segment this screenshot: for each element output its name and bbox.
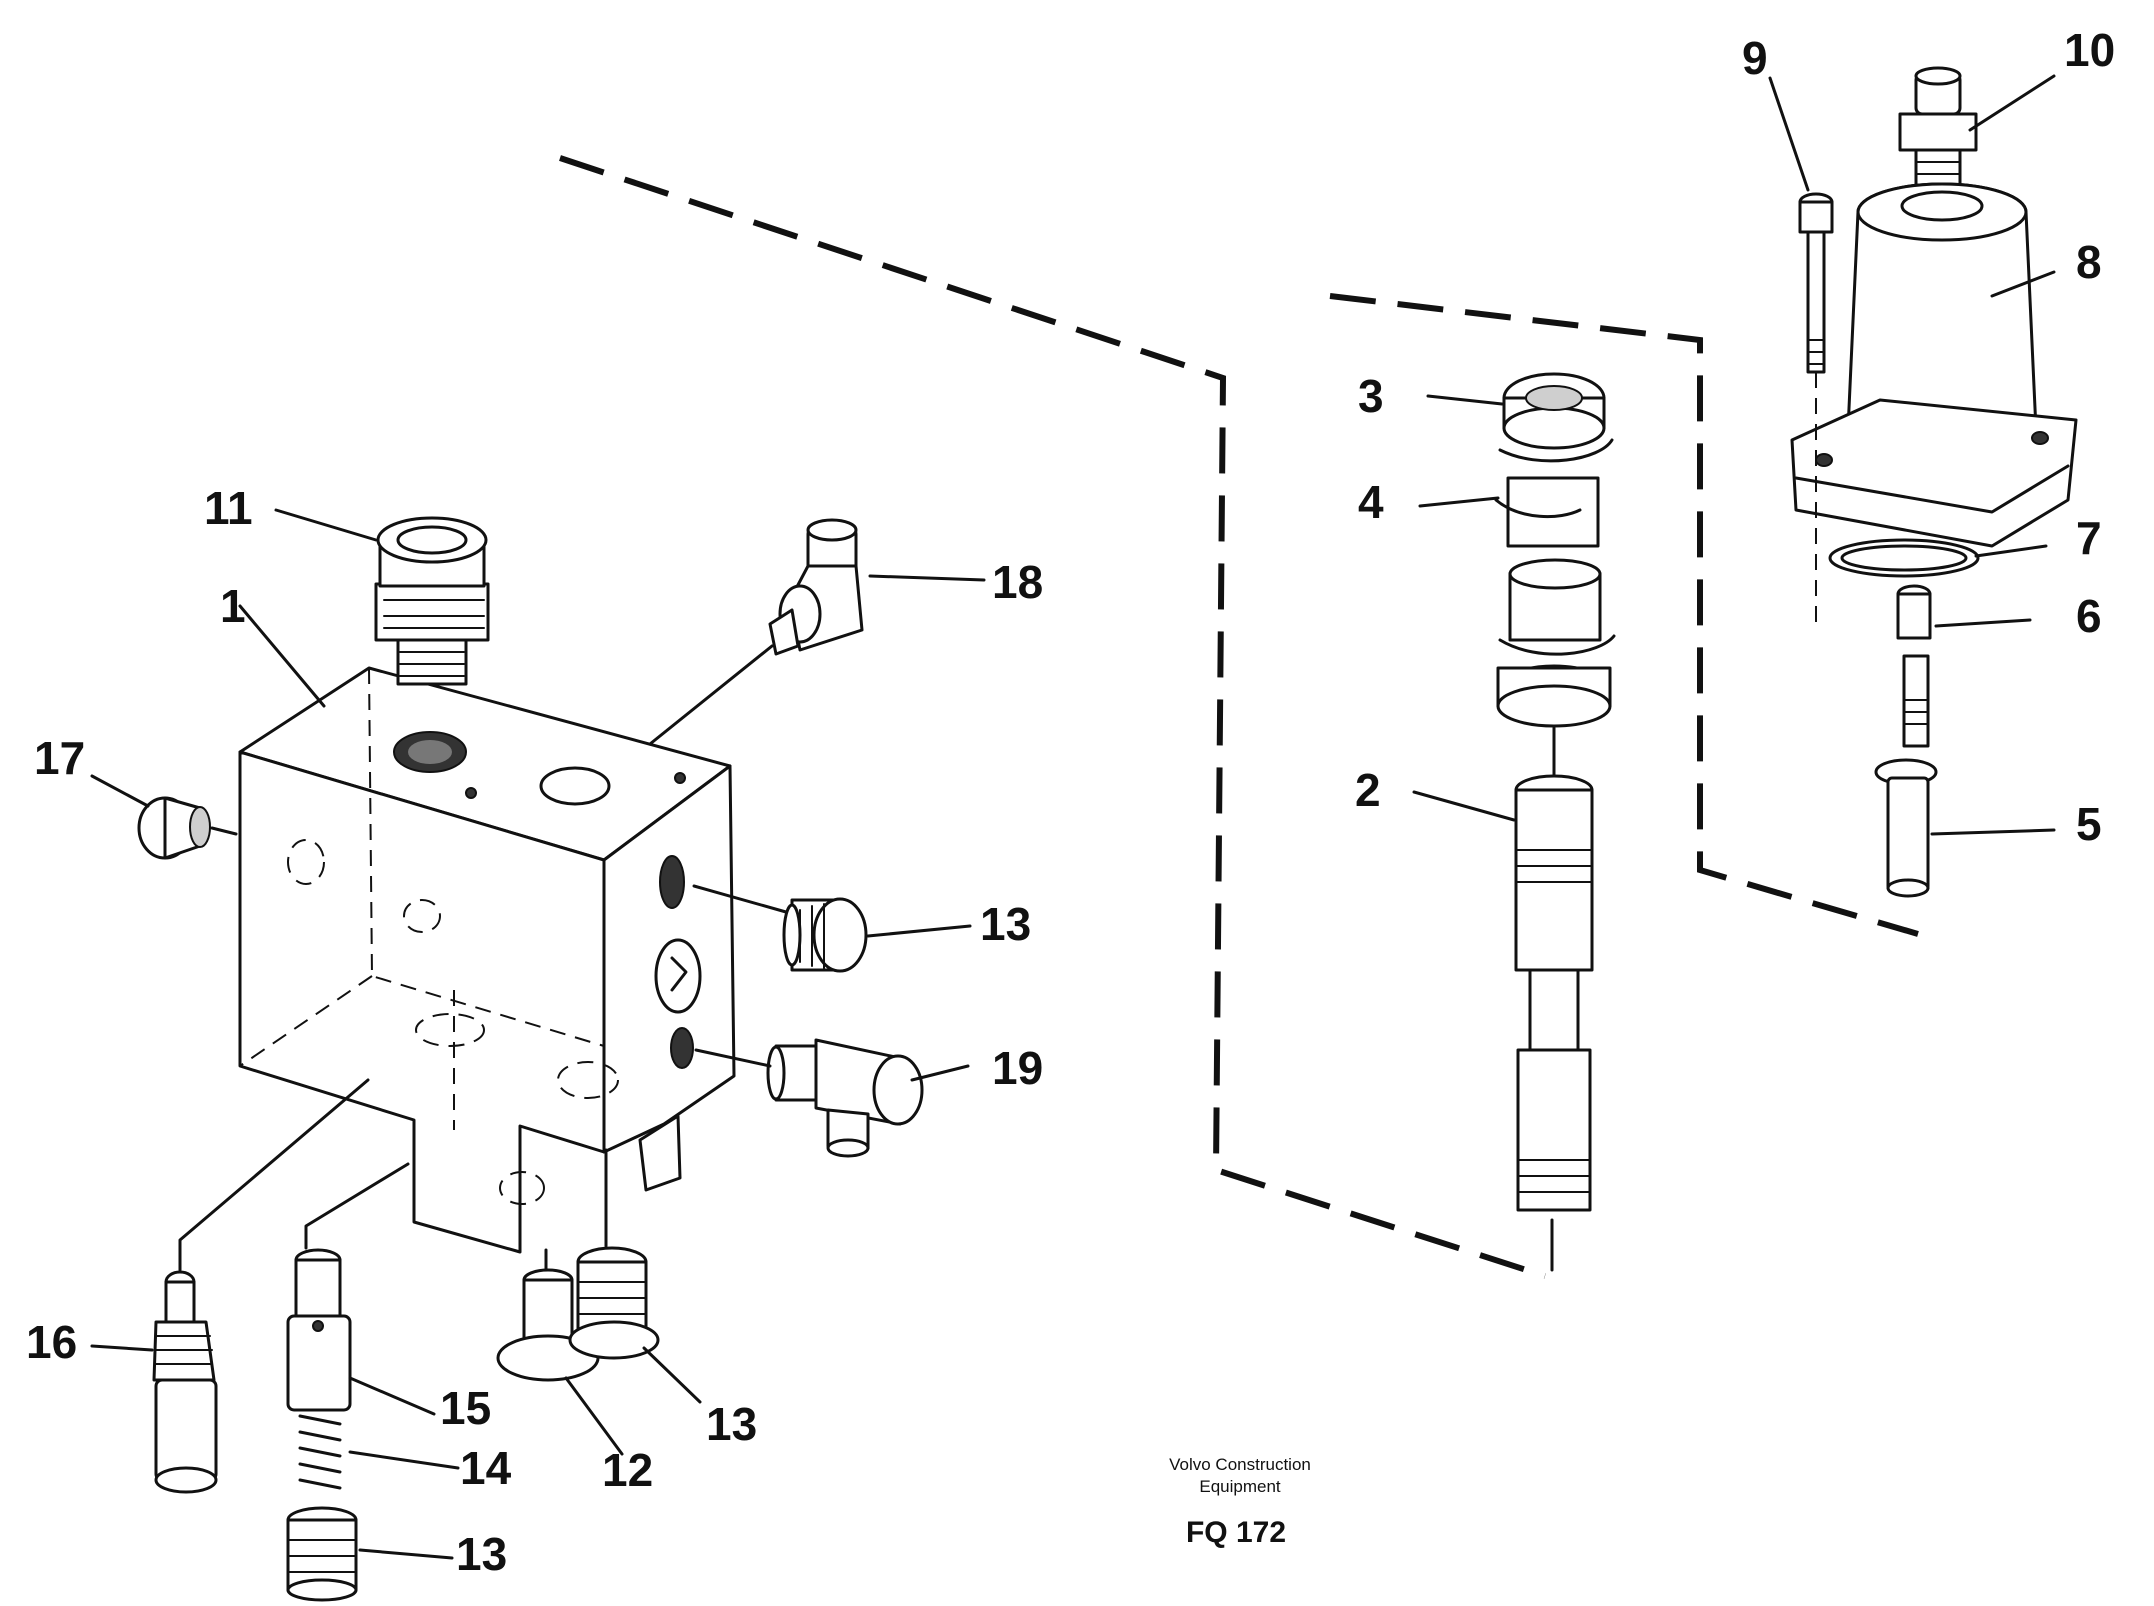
valve-block bbox=[238, 666, 736, 1254]
assembly-boundary bbox=[559, 155, 1919, 1279]
leader-lines bbox=[90, 74, 2056, 1560]
pilot-cap-assembly bbox=[1790, 66, 2078, 898]
plug-part-13-bottom-right bbox=[568, 1246, 660, 1360]
angle-fitting-part-19 bbox=[766, 1038, 924, 1158]
elbow-part-18 bbox=[768, 518, 864, 656]
plug-part-17 bbox=[137, 796, 211, 860]
label-part-8: 8 bbox=[2076, 236, 2102, 288]
cartridge-stack bbox=[1494, 372, 1616, 1272]
spool-part-15 bbox=[286, 1248, 352, 1412]
plug-part-13-upper bbox=[782, 897, 868, 973]
label-part-3: 3 bbox=[1358, 370, 1384, 422]
label-part-1: 1 bbox=[220, 580, 246, 632]
label-part-6: 6 bbox=[2076, 590, 2102, 642]
plug-part-12 bbox=[496, 1268, 600, 1382]
label-part-15: 15 bbox=[440, 1382, 491, 1434]
plug-part-13-bottom-left bbox=[286, 1506, 358, 1602]
label-part-16: 16 bbox=[26, 1316, 77, 1368]
label-part-13-lower-left: 13 bbox=[456, 1528, 507, 1580]
label-part-18: 18 bbox=[992, 556, 1043, 608]
label-part-11: 11 bbox=[204, 482, 253, 534]
label-part-17: 17 bbox=[34, 732, 85, 784]
label-part-10: 10 bbox=[2064, 24, 2115, 76]
label-part-2: 2 bbox=[1355, 764, 1381, 816]
part-labels: 1 2 3 4 5 6 7 8 9 10 11 12 13 13 13 14 1… bbox=[26, 24, 2115, 1580]
figure-code: FQ 172 bbox=[1186, 1516, 1286, 1549]
label-part-5: 5 bbox=[2076, 798, 2102, 850]
label-part-7: 7 bbox=[2076, 512, 2102, 564]
label-part-13-upper: 13 bbox=[980, 898, 1031, 950]
label-part-12: 12 bbox=[602, 1444, 653, 1496]
fitting-part-11 bbox=[374, 516, 490, 686]
spring-part-14 bbox=[298, 1414, 342, 1490]
footer: Volvo Construction Equipment FQ 172 bbox=[1169, 1455, 1311, 1549]
company-line-1: Volvo Construction bbox=[1169, 1455, 1311, 1474]
label-part-13-lower-right: 13 bbox=[706, 1398, 757, 1450]
label-part-14: 14 bbox=[460, 1442, 512, 1494]
cartridge-part-16 bbox=[152, 1270, 218, 1494]
label-part-19: 19 bbox=[992, 1042, 1043, 1094]
company-line-2: Equipment bbox=[1199, 1477, 1281, 1496]
label-part-4: 4 bbox=[1358, 476, 1384, 528]
label-part-9: 9 bbox=[1742, 32, 1768, 84]
